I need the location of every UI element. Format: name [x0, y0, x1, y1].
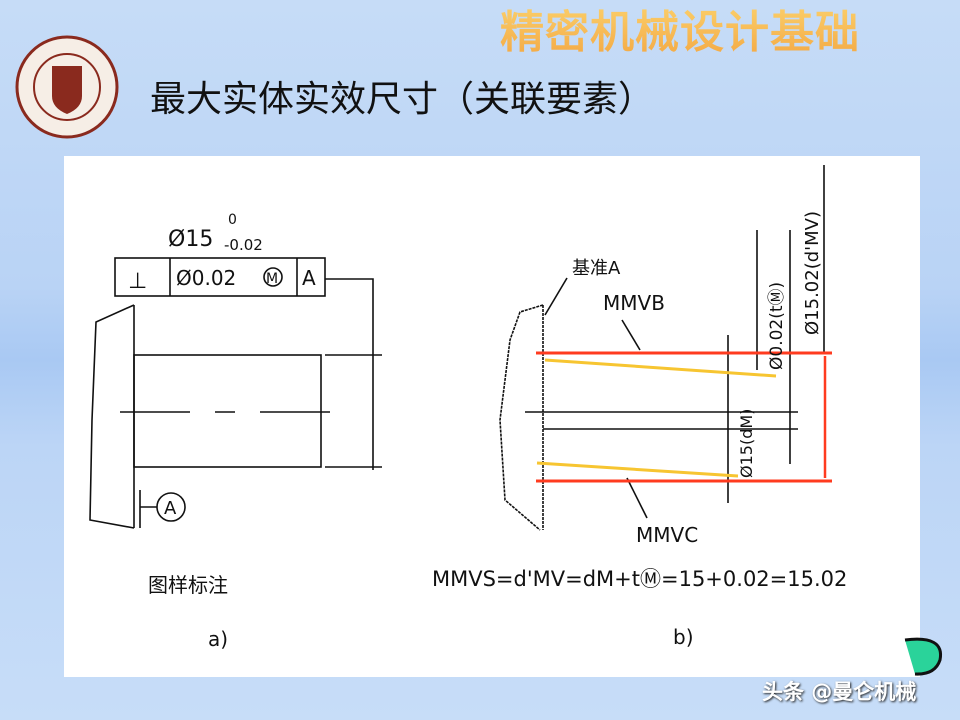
outer-dimension-text: Ø15.02(d'MV) [802, 211, 823, 335]
drawing-panel [64, 156, 920, 677]
datum-symbol-label: A [164, 498, 177, 519]
label-b: b) [673, 625, 694, 649]
caption-a: 图样标注 [148, 573, 228, 597]
label-a: a) [208, 627, 228, 651]
lower-deviation: -0.02 [224, 236, 263, 254]
upper-deviation: 0 [228, 212, 237, 228]
tolerance-dimension-text: Ø0.02(tⓂ) [767, 282, 787, 370]
datum-a-label: 基准A [572, 258, 621, 279]
frame-datum: A [302, 266, 316, 290]
slide-title: 最大实体实效尺寸（关联要素） [150, 79, 655, 120]
university-seal-logo [15, 35, 119, 139]
mmvs-formula: MMVS=d'MV=dM+tⓂ=15+0.02=15.02 [432, 567, 847, 591]
mmc-modifier: M [266, 271, 278, 287]
tilted-axis-upper [544, 358, 777, 378]
frame-tolerance: Ø0.02 [176, 266, 236, 290]
next-arrow-icon [904, 637, 943, 676]
dimension-text: Ø15 [168, 227, 213, 252]
feature-control-frame [114, 257, 326, 297]
mmvb-label: MMVB [603, 291, 665, 315]
tilted-axis-lower [536, 461, 739, 478]
watermark: 头条 @曼仑机械 [762, 680, 917, 704]
mmvc-label: MMVC [636, 523, 698, 547]
inner-dimension-text: Ø15(dM) [737, 409, 756, 478]
course-brand-title: 精密机械设计基础 [500, 0, 860, 60]
perpendicularity-symbol: ⊥ [128, 269, 147, 294]
